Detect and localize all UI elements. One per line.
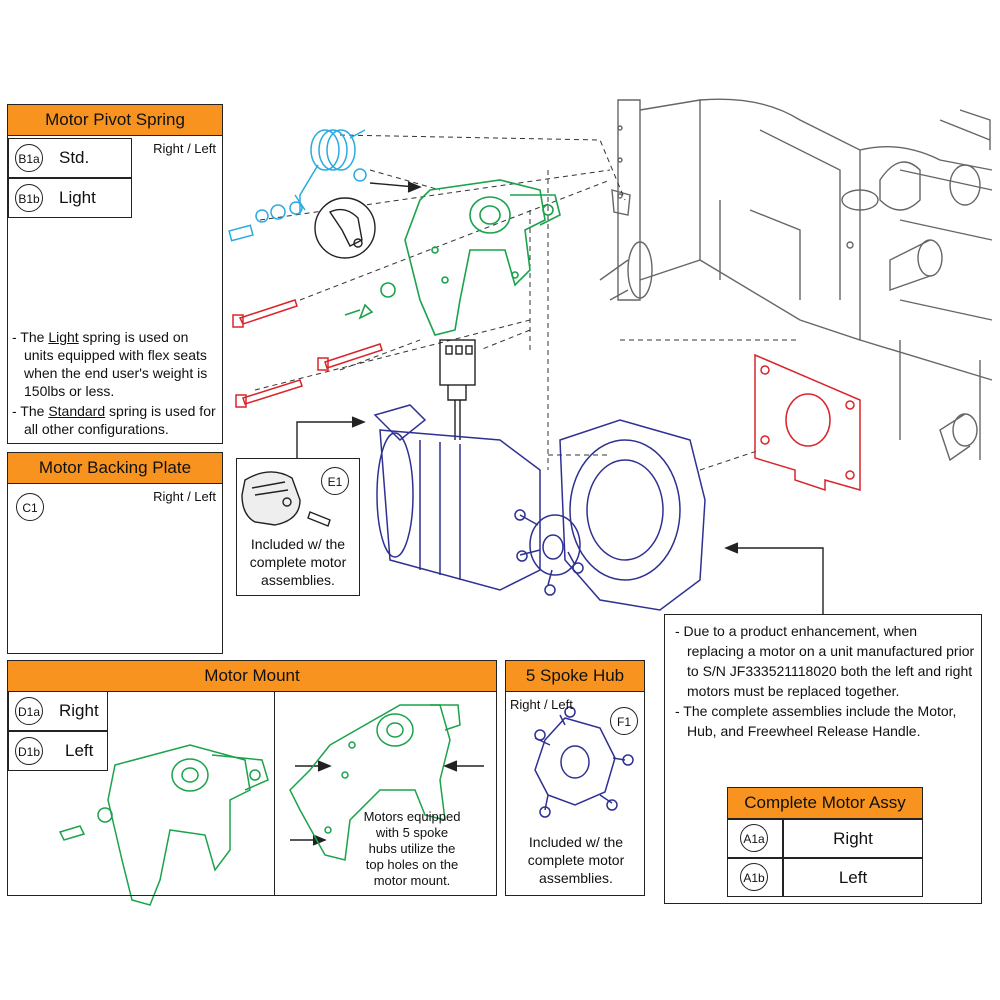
spoke-hub-art <box>534 706 634 818</box>
pivot-spring-side: Right / Left <box>153 141 216 156</box>
pivot-spring-notes: - The Light spring is used on units equi… <box>12 328 218 438</box>
variant-d1b-code: D1b <box>15 737 43 765</box>
pivot-spring-note-2: - The Standard spring is used for all ot… <box>12 403 216 437</box>
complete-assy-title: Complete Motor Assy <box>727 787 923 819</box>
leader-arrows <box>290 181 824 846</box>
spoke-hub-code: F1 <box>610 707 638 735</box>
info-note-2: - The complete assemblies include the Mo… <box>675 703 957 739</box>
assy-row-a1b-code: A1b <box>740 863 768 891</box>
variant-d1a-cell: D1a Right <box>8 691 108 731</box>
spoke-hub-panel: 5 Spoke Hub Right / Left F1 Included w/ … <box>505 660 645 896</box>
spoke-hub-title: 5 Spoke Hub <box>506 661 644 692</box>
assy-row-a1a-code-cell: A1a <box>727 819 783 858</box>
variant-b1a-label: Std. <box>59 148 90 167</box>
pivot-spring-note-1: - The Light spring is used on units equi… <box>12 329 208 399</box>
release-handle-caption: Included w/ the complete motor assemblie… <box>249 536 347 588</box>
release-handle-code: E1 <box>321 467 349 495</box>
complete-assy-table: Complete Motor Assy A1a Right A1b Left <box>727 787 923 897</box>
assy-row-a1b-label: Left <box>783 858 923 897</box>
spoke-hub-side: Right / Left <box>510 697 573 712</box>
variant-b1a-code: B1a <box>15 144 43 172</box>
variant-d1b-cell: D1b Left <box>8 731 108 771</box>
bolts-art <box>232 299 383 408</box>
motor-mount-panel: Motor Mount D1a Right D1b Left Motors eq… <box>7 660 497 896</box>
connector-art <box>439 339 476 440</box>
chassis-frame <box>599 98 993 462</box>
variant-b1b-code: B1b <box>15 184 43 212</box>
release-handle-panel: E1 Included w/ the complete motor assemb… <box>236 458 360 596</box>
spoke-hub-caption: Included w/ the complete motor assemblie… <box>527 834 625 886</box>
motor-mount-box-art <box>58 704 461 906</box>
backing-plate-code: C1 <box>16 493 44 521</box>
motor-mount-divider <box>274 691 275 895</box>
assy-row-a1a-code: A1a <box>740 824 768 852</box>
release-handle-art <box>241 471 331 527</box>
variant-d1a-code: D1a <box>15 697 43 725</box>
info-panel: - Due to a product enhancement, when rep… <box>664 614 982 904</box>
pivot-spring-art <box>228 129 367 242</box>
pivot-spring-title: Motor Pivot Spring <box>8 105 222 136</box>
variant-b1a-cell: B1a Std. <box>8 138 132 178</box>
assembly-lines <box>59 134 800 591</box>
motor-mount-note: Motors equipped with 5 spoke hubs utiliz… <box>363 809 461 888</box>
pivot-spring-panel: Motor Pivot Spring Right / Left B1a Std.… <box>7 104 223 444</box>
info-notes: - Due to a product enhancement, when rep… <box>675 621 975 741</box>
info-note-1: - Due to a product enhancement, when rep… <box>675 623 975 699</box>
backing-plate-side: Right / Left <box>153 489 216 504</box>
variant-b1b-label: Light <box>59 188 96 207</box>
motor-mount-art <box>344 179 561 336</box>
variant-d1a-label: Right <box>59 701 99 720</box>
backing-plate-title: Motor Backing Plate <box>8 453 222 484</box>
variant-d1b-label: Left <box>65 741 94 760</box>
assy-row-a1a-label: Right <box>783 819 923 858</box>
backing-plate-panel: Motor Backing Plate Right / Left C1 <box>7 452 223 654</box>
motor-mount-title: Motor Mount <box>8 661 496 692</box>
assy-row-a1b-code-cell: A1b <box>727 858 783 897</box>
motor-art <box>373 404 706 611</box>
backing-plate-art <box>754 353 861 492</box>
variant-b1b-cell: B1b Light <box>8 178 132 218</box>
detail-inset <box>314 197 376 259</box>
